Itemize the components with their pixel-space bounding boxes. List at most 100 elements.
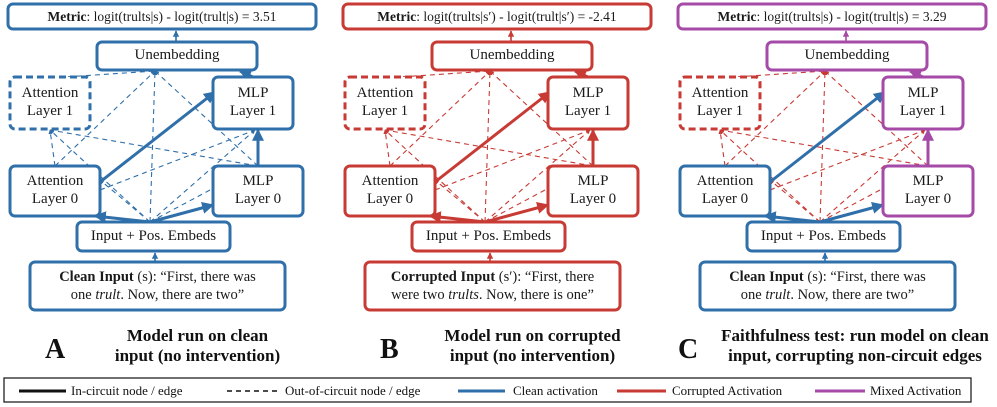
attention-layer0-box — [343, 164, 437, 218]
dashed-edge-8 — [719, 128, 929, 167]
input-text: Clean Input (s): “First, there was one tr… — [700, 262, 955, 310]
input-quote-italic-word: trult — [765, 287, 791, 303]
attention-layer0-line-2: Layer 0 — [701, 191, 749, 207]
input-quote-line2-end: . Now, there are two” — [120, 287, 245, 303]
metric-box — [6, 2, 318, 31]
unembedding-label: Unembedding — [767, 42, 927, 70]
dashed-edge-11 — [769, 179, 821, 223]
legend-clean-label: Clean activation — [513, 383, 598, 398]
attention-layer0-box — [678, 164, 772, 218]
dashed-edge-1 — [149, 70, 158, 223]
mlp-layer1-line-1: MLP — [907, 85, 939, 102]
attention-layer0-line-1: Attention — [26, 173, 84, 190]
input-variable: (s′) — [498, 268, 518, 285]
metric-label: Metric — [717, 8, 757, 24]
mlp-layer0-line-1: MLP — [912, 173, 944, 190]
input-quote-line1: : “First, there — [517, 268, 595, 285]
caption-line-1: Faithfulness test: run model on clean — [721, 326, 989, 345]
attention-layer1-line-2: Layer 1 — [696, 103, 744, 119]
dashed-edge-10 — [769, 129, 926, 191]
attention-layer1-box — [678, 75, 762, 131]
mlp-layer0-line-1: MLP — [577, 173, 609, 190]
embeds-box — [410, 220, 567, 253]
metric-box — [341, 2, 653, 31]
attention-layer1-line-2: Layer 1 — [26, 103, 74, 119]
input-quote-line1: : “First, there was — [822, 268, 926, 285]
dashed-edge-5 — [54, 70, 156, 167]
mlp-layer1-box — [546, 75, 630, 131]
input-title: Clean Input — [729, 268, 804, 285]
dashed-edge-5 — [724, 70, 826, 167]
unembedding-text: Unembedding — [134, 47, 220, 64]
attention-layer1-line-2: Layer 1 — [361, 103, 409, 119]
embeds-text: Input + Pos. Embeds — [425, 227, 552, 244]
embeds-box — [75, 220, 232, 253]
dashed-edge-11 — [434, 179, 486, 223]
dashed-edge-10 — [434, 129, 591, 191]
mlp-layer1-line-1: MLP — [237, 85, 269, 102]
input-quote-italic-word: trults — [448, 287, 479, 303]
input-box — [28, 260, 287, 312]
metric-expression: : logit(trults|s′) - logit(trult|s′) = -… — [416, 8, 617, 24]
metric-box — [676, 2, 988, 31]
metric-expression: : logit(trults|s) - logit(trult|s) = 3.5… — [86, 8, 277, 24]
mlp-layer1-box — [881, 75, 965, 131]
unembedding-box — [765, 40, 929, 72]
legend-in-circuit-label: In-circuit node / edge — [71, 383, 183, 398]
unembedding-text: Unembedding — [804, 47, 890, 64]
mlp-layer0-box — [211, 164, 305, 218]
panel-letter: C — [678, 334, 699, 365]
metric-expression: : logit(trults|s) - logit(trult|s) = 3.2… — [756, 8, 947, 24]
metric-label: Metric — [47, 8, 87, 24]
mlp-layer0-line-2: Layer 0 — [569, 191, 617, 207]
embeds-label: Input + Pos. Embeds — [747, 222, 900, 251]
input-variable: (s) — [137, 268, 153, 285]
legend-corrupted-label: Corrupted Activation — [672, 383, 783, 398]
dashed-edge-1 — [819, 70, 828, 223]
caption-line-2: input (no intervention) — [449, 346, 616, 366]
input-quote-line1: : “First, there was — [152, 268, 256, 285]
input-variable: (s) — [807, 268, 823, 285]
input-title: Clean Input — [59, 268, 134, 285]
mlp-layer1-line-2: Layer 1 — [564, 103, 612, 119]
solid-edge-3 — [434, 90, 551, 184]
unembedding-label: Unembedding — [432, 42, 592, 70]
mlp-layer0-line-2: Layer 0 — [234, 191, 282, 207]
attention-layer1-line-1: Attention — [356, 85, 414, 102]
mlp-layer0-line-1: MLP — [242, 173, 274, 190]
dashed-edge-5 — [389, 70, 491, 167]
dashed-edge-11 — [99, 179, 151, 223]
input-box — [363, 260, 622, 312]
attention-layer1-box — [8, 75, 92, 131]
mlp-layer1-line-1: MLP — [572, 85, 604, 102]
solid-edge-3 — [769, 90, 886, 184]
dashed-edge-6 — [48, 129, 56, 167]
panel-letter: B — [380, 334, 399, 365]
attention-layer0-line-2: Layer 0 — [366, 191, 414, 207]
mlp-layer0-line-2: Layer 0 — [904, 191, 952, 207]
attention-layer1-line-1: Attention — [21, 85, 79, 102]
input-quote-italic-word: trult — [95, 287, 121, 303]
input-quote-line2-end: . Now, there are two” — [790, 287, 915, 303]
input-quote-line2-start: were two — [391, 287, 449, 303]
embeds-text: Input + Pos. Embeds — [760, 227, 887, 244]
metric-label: Metric — [377, 8, 417, 24]
input-box — [698, 260, 957, 312]
mlp-layer0-box — [546, 164, 640, 218]
dashed-edge-1 — [484, 70, 493, 223]
legend-out-circuit-label: Out-of-circuit node / edge — [285, 383, 421, 398]
panel-letter: A — [45, 334, 66, 365]
input-quote-line2-start: one — [740, 287, 766, 303]
